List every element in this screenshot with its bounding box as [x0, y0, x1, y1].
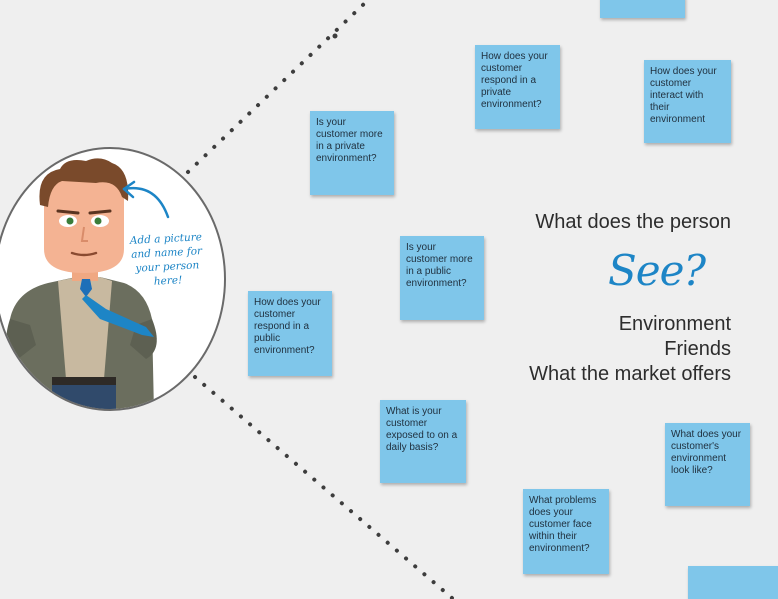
section-examples: Environment Friends What the market offe…	[529, 312, 731, 387]
sticky-note[interactable]: What problems does your customer face wi…	[523, 489, 609, 574]
section-heading: What does the person	[535, 211, 731, 233]
sticky-note[interactable]: How does your customer respond in a publ…	[248, 291, 332, 376]
sticky-note-text: How does your customer interact with the…	[650, 66, 717, 125]
persona-illustration	[6, 158, 170, 409]
section-example-item: Environment	[618, 313, 731, 335]
sticky-note-text: What does your customer's environment lo…	[671, 429, 742, 476]
sticky-note-text: Is your customer more in a public enviro…	[406, 242, 473, 289]
sticky-note[interactable]: Is your customer more in a public enviro…	[400, 236, 484, 320]
divider-handle[interactable]	[332, 33, 338, 39]
sticky-note[interactable]	[600, 0, 685, 18]
upper-divider-line	[186, 0, 368, 174]
sticky-note[interactable]: How does your customer interact with the…	[644, 60, 731, 143]
sticky-note[interactable]: How does your customer respond in a priv…	[475, 45, 560, 129]
sticky-note-text: Is your customer more in a private envir…	[316, 117, 383, 164]
sticky-note[interactable]: Is your customer more in a private envir…	[310, 111, 394, 195]
sticky-note-text: How does your customer respond in a priv…	[481, 51, 548, 110]
sticky-note[interactable]: What is your customer exposed to on a da…	[380, 400, 466, 483]
sticky-note[interactable]: What does your customer's environment lo…	[665, 423, 750, 506]
section-example-item: What the market offers	[529, 363, 731, 385]
sticky-note[interactable]	[688, 566, 778, 599]
sticky-note-text: What is your customer exposed to on a da…	[386, 406, 458, 453]
avatar-hint-text: Add a picture and name for your person h…	[129, 231, 203, 288]
sticky-note-text: How does your customer respond in a publ…	[254, 297, 321, 356]
section-keyword: See?	[608, 246, 706, 295]
lower-divider-line	[193, 375, 454, 599]
section-example-item: Friends	[664, 338, 731, 360]
persona-avatar[interactable]: Add a picture and name for your person h…	[0, 147, 226, 411]
sticky-note-text: What problems does your customer face wi…	[529, 495, 597, 554]
